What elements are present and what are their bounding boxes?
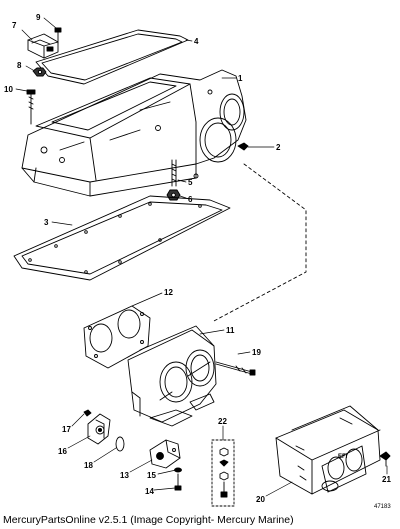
callout-8: 8 [17, 61, 22, 70]
nut-8 [32, 67, 47, 77]
callout-5: 5 [188, 178, 193, 187]
callout-3: 3 [44, 218, 49, 227]
base-gasket [13, 195, 231, 281]
air-silencer: EFI [275, 405, 381, 495]
intake-plenum [21, 69, 247, 197]
idle-air-control [87, 413, 111, 445]
hardware-kit [211, 439, 235, 507]
throttle-body [127, 325, 217, 427]
sensor [27, 33, 59, 59]
callout-17: 17 [62, 425, 71, 434]
callout-11: 11 [226, 326, 235, 335]
callout-20: 20 [256, 495, 265, 504]
nut-6 [166, 189, 181, 201]
callout-14: 14 [145, 487, 154, 496]
callout-6: 6 [188, 195, 193, 204]
o-ring-18 [115, 436, 125, 452]
callout-9: 9 [36, 13, 41, 22]
callout-13: 13 [120, 471, 129, 480]
callout-21: 21 [382, 475, 391, 484]
screw-19 [215, 361, 256, 376]
leader-lines [15, 17, 388, 497]
callout-16: 16 [58, 447, 67, 456]
callout-4: 4 [194, 37, 199, 46]
callout-labels: 7 9 8 10 4 1 2 5 6 3 12 11 19 17 16 18 1… [4, 13, 391, 510]
screw-21 [379, 451, 391, 467]
callout-18: 18 [84, 461, 93, 470]
callout-15: 15 [147, 471, 156, 480]
callout-7: 7 [12, 21, 17, 30]
screw-14 [174, 473, 182, 491]
screw-9 [54, 27, 62, 44]
callout-1: 1 [238, 74, 243, 83]
stud-5 [171, 159, 177, 187]
throttle-position-sensor [149, 439, 181, 469]
callout-10: 10 [4, 85, 13, 94]
callout-22: 22 [218, 417, 227, 426]
copyright-footer: MercuryPartsOnline v2.5.1 (Image Copyrig… [3, 514, 294, 526]
bolt-10 [26, 89, 36, 125]
callout-2: 2 [276, 143, 281, 152]
brand-mark: EFI [338, 454, 348, 460]
figure-number: 47183 [374, 504, 391, 510]
callout-19: 19 [252, 348, 261, 357]
screw-17 [83, 409, 92, 417]
plug-2 [237, 142, 249, 151]
callout-12: 12 [164, 288, 173, 297]
exploded-parts-diagram: EFI 7 9 8 10 4 1 [4, 13, 391, 510]
